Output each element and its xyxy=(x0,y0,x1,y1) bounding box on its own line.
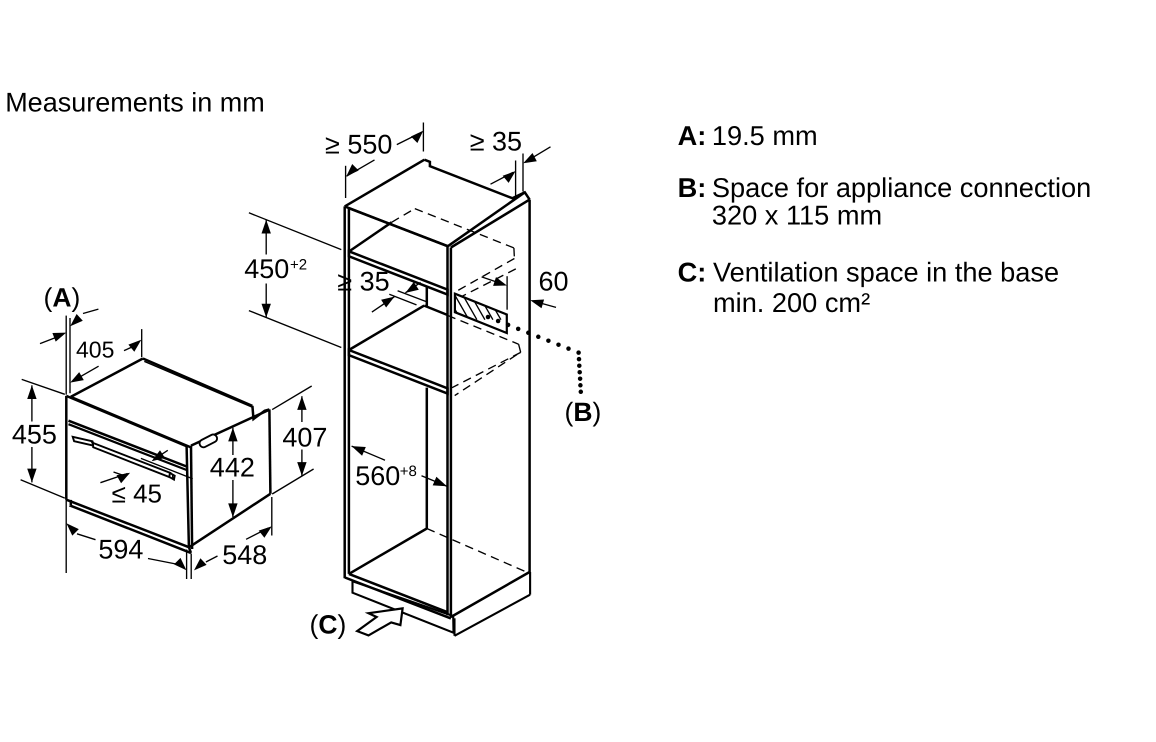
svg-text:548: 548 xyxy=(222,540,267,570)
svg-text:405: 405 xyxy=(76,336,114,362)
svg-text:+2: +2 xyxy=(290,256,307,273)
svg-text:C:: C: xyxy=(678,256,707,287)
svg-text:≥ 35: ≥ 35 xyxy=(470,127,522,157)
svg-text:(A): (A) xyxy=(44,283,81,313)
svg-text:≤ 45: ≤ 45 xyxy=(112,479,162,509)
svg-text:560: 560 xyxy=(355,461,400,491)
svg-text:A:: A: xyxy=(678,120,707,151)
svg-text:19.5 mm: 19.5 mm xyxy=(712,120,818,151)
svg-text:442: 442 xyxy=(210,453,255,483)
svg-text:+8: +8 xyxy=(400,463,417,480)
svg-text:Ventilation space in the base: Ventilation space in the base xyxy=(713,256,1059,287)
svg-text:60: 60 xyxy=(539,267,569,297)
svg-text:B:: B: xyxy=(678,172,707,203)
svg-text:(B): (B) xyxy=(565,397,602,427)
svg-text:≥ 35: ≥ 35 xyxy=(337,267,389,297)
svg-text:320 x 115 mm: 320 x 115 mm xyxy=(712,200,882,231)
svg-text:≥ 550: ≥ 550 xyxy=(325,130,392,160)
svg-text:450: 450 xyxy=(244,254,289,284)
svg-text:594: 594 xyxy=(98,535,143,565)
svg-text:407: 407 xyxy=(282,423,327,453)
svg-text:min. 200 cm²: min. 200 cm² xyxy=(713,287,870,318)
svg-text:Measurements in mm: Measurements in mm xyxy=(5,87,265,117)
svg-text:455: 455 xyxy=(12,420,57,450)
svg-text:(C): (C) xyxy=(310,610,347,640)
svg-text:Space for appliance connection: Space for appliance connection xyxy=(712,172,1091,203)
